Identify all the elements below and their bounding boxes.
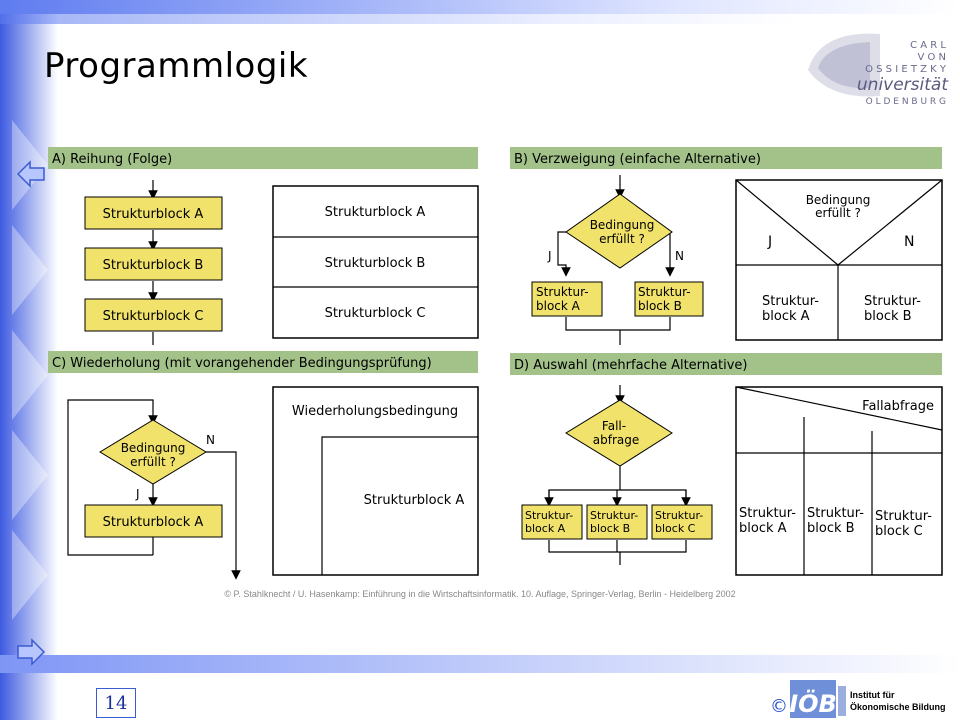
b-decision: Bedingung erfüllt ?	[565, 193, 673, 269]
b-ns-no: N	[904, 234, 914, 250]
section-d-flowchart	[544, 385, 691, 565]
c-decision-line2: erfüllt ?	[130, 455, 176, 469]
ioeb-line2: Ökonomische Bildung	[850, 702, 946, 712]
d-block-b-line1: Struktur-	[590, 509, 638, 522]
d-decision: Fall- abfrage	[565, 399, 673, 467]
ns-block-a: Strukturblock A	[325, 205, 426, 220]
c-yes-label: J	[135, 487, 140, 501]
b-ns-block-a-line2: block A	[762, 309, 810, 324]
ioeb-logo: © IÖB Institut für Ökonomische Bildung	[762, 678, 958, 720]
section-d-header: D) Auswahl (mehrfache Alternative)	[510, 353, 942, 375]
nav-forward-icon[interactable]	[17, 638, 46, 666]
section-b-header: B) Verzweigung (einfache Alternative)	[510, 147, 942, 169]
page-title: Programmlogik	[44, 46, 309, 86]
c-ns-condition: Wiederholungsbedingung	[292, 404, 458, 419]
c-block-label: Strukturblock A	[103, 515, 204, 530]
d-block-b-line2: block B	[590, 522, 630, 535]
b-ns-block-b-line1: Struktur-	[864, 294, 921, 309]
flow-block-b-label: Strukturblock B	[103, 258, 204, 273]
c-decision-line1: Bedingung	[121, 441, 186, 455]
b-block-a: Struktur- block A	[531, 281, 603, 317]
c-block: Strukturblock A	[84, 504, 223, 538]
b-decision-line1: Bedingung	[590, 218, 655, 232]
citation: © P. Stahlknecht / U. Hasenkamp: Einführ…	[224, 589, 736, 599]
d-block-a-line2: block A	[525, 522, 566, 535]
flow-block-b: Strukturblock B	[84, 247, 223, 281]
flow-block-a-label: Strukturblock A	[103, 207, 204, 222]
section-d-structogram: Fallabfrage Struktur- block A Struktur- …	[735, 386, 943, 576]
ioeb-acronym: IÖB	[789, 688, 837, 718]
ns-block-b: Strukturblock B	[325, 256, 426, 271]
uni-line1: C A R L	[910, 40, 946, 51]
b-no-label: N	[675, 249, 684, 263]
b-block-a-line1: Struktur-	[536, 285, 589, 299]
b-yes-label: J	[547, 249, 552, 263]
uni-line4: universität	[857, 75, 949, 95]
d-ns-condition: Fallabfrage	[862, 399, 934, 414]
b-ns-block-a-line1: Struktur-	[762, 294, 819, 309]
c-decision: Bedingung erfüllt ?	[99, 419, 207, 485]
d-block-c-line2: block C	[655, 522, 696, 535]
ns-block-c: Strukturblock C	[325, 306, 426, 321]
d-decision-line2: abfrage	[593, 433, 639, 447]
b-decision-line2: erfüllt ?	[599, 232, 645, 246]
d-ns-block-b-line2: block B	[807, 521, 855, 536]
ioeb-copyright: ©	[770, 696, 788, 717]
b-block-b-line1: Struktur-	[638, 285, 691, 299]
section-c-structogram: Wiederholungsbedingung Strukturblock A	[272, 386, 479, 576]
d-ns-block-a-line2: block A	[739, 521, 787, 536]
d-block-c: Struktur- block C	[651, 504, 713, 540]
flow-block-c: Strukturblock C	[84, 298, 223, 332]
c-ns-block: Strukturblock A	[364, 493, 465, 508]
section-c-header: C) Wiederholung (mit vorangehender Bedin…	[48, 351, 478, 373]
flow-block-c-label: Strukturblock C	[103, 309, 204, 324]
d-block-c-line1: Struktur-	[655, 509, 703, 522]
b-block-a-line2: block A	[536, 299, 581, 313]
b-ns-condition-line1: Bedingung	[806, 193, 871, 207]
d-ns-block-b-line1: Struktur-	[807, 506, 864, 521]
d-block-a-line1: Struktur-	[525, 509, 573, 522]
page-number: 14	[96, 688, 136, 718]
b-block-b: Struktur- block B	[634, 281, 704, 317]
section-b-title: B) Verzweigung (einfache Alternative)	[514, 152, 761, 167]
nav-back-icon[interactable]	[16, 160, 45, 188]
ioeb-line1: Institut für	[850, 690, 895, 700]
b-block-b-line2: block B	[638, 299, 682, 313]
section-a-header: A) Reihung (Folge)	[48, 147, 478, 169]
d-ns-block-a-line1: Struktur-	[739, 506, 796, 521]
section-a-structogram: Strukturblock A Strukturblock B Struktur…	[272, 185, 479, 339]
section-a-title: A) Reihung (Folge)	[52, 152, 172, 167]
uni-line5: O L D E N B U R G	[866, 97, 946, 107]
section-c-flowchart	[67, 399, 241, 580]
b-ns-block-b-line2: block B	[864, 309, 912, 324]
b-ns-yes: J	[767, 234, 772, 250]
d-block-a: Struktur- block A	[521, 504, 583, 540]
university-logo: C A R L V O N O S S I E T Z K Y universi…	[808, 33, 949, 107]
d-ns-block-c-line2: block C	[875, 524, 923, 539]
d-decision-line1: Fall-	[602, 419, 626, 433]
section-c-title: C) Wiederholung (mit vorangehender Bedin…	[52, 356, 432, 371]
b-ns-condition-line2: erfüllt ?	[815, 206, 861, 220]
uni-line2: V O N	[917, 52, 946, 63]
section-d-title: D) Auswahl (mehrfache Alternative)	[514, 358, 747, 373]
section-b-structogram: Bedingung erfüllt ? J N Struktur- block …	[735, 179, 943, 341]
flow-block-a: Strukturblock A	[84, 196, 223, 230]
d-block-b: Struktur- block B	[586, 504, 648, 540]
uni-line3: O S S I E T Z K Y	[865, 64, 947, 75]
c-no-label: N	[206, 433, 215, 447]
d-ns-block-c-line1: Struktur-	[875, 509, 932, 524]
